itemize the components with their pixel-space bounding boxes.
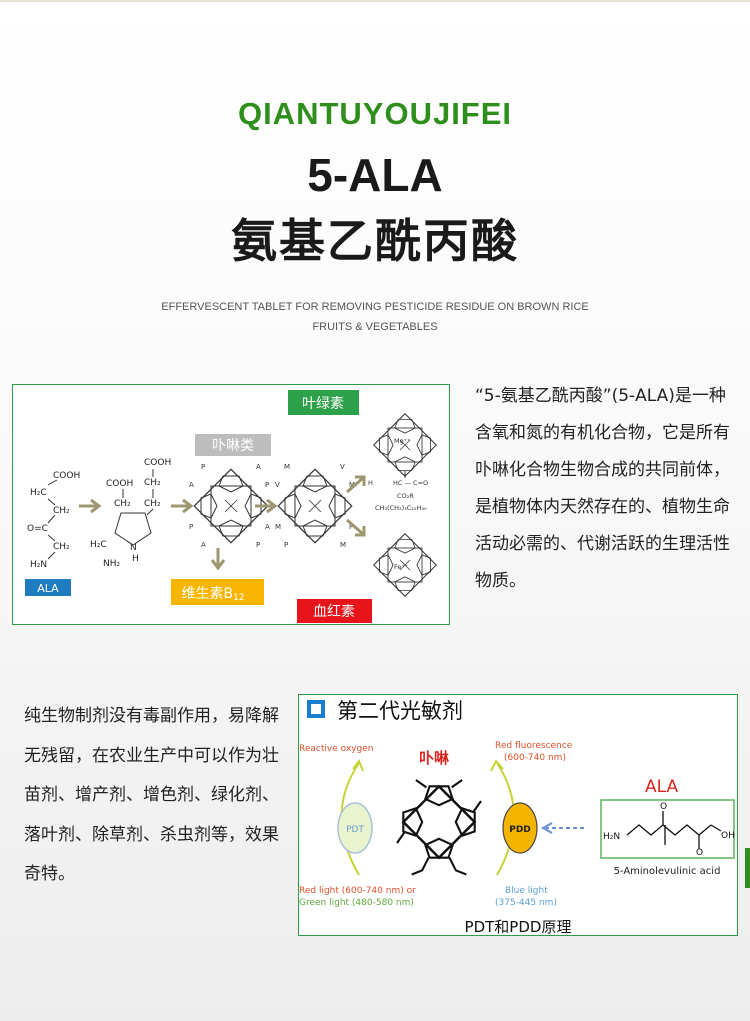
ala-ch2b-label: CH₂ (53, 542, 70, 552)
ala-oh: OH (721, 831, 735, 841)
ala-o-top: O (660, 802, 667, 812)
porphyrin-molecule (396, 779, 482, 876)
b12-text: 维生素B (181, 586, 233, 602)
pdt-label: PDT (346, 825, 364, 835)
chlorophyll-ring (373, 413, 437, 477)
ala-fullname: 5-Aminolevulinic acid (614, 866, 721, 877)
pbg-n: N (130, 543, 137, 553)
ala-h2c-label: H₂C (30, 488, 47, 498)
pbg-h: H (132, 554, 139, 564)
arrow-down-icon (210, 548, 226, 571)
reactive-oxygen-label: Reactive oxygen (299, 744, 373, 754)
b12-subscript: 12 (233, 593, 244, 603)
ring2-label-m3: M (275, 523, 281, 531)
vitamin-b12-tag-label: 维生素B12 (181, 586, 244, 603)
ring1-label-p3: P (189, 523, 193, 531)
product-code-title: 5-ALA (307, 149, 443, 201)
heme-fe: Fe⁺⁺ (394, 563, 408, 571)
ring2-label-m2: M (349, 481, 355, 489)
pbg-h2c: H₂C (90, 540, 107, 550)
ala-h2n: H₂N (603, 832, 620, 842)
pbg-ch2-left: CH₂ (114, 499, 131, 509)
pdd-oval (502, 802, 538, 854)
ring1-label-p4: P (256, 541, 260, 549)
side-accent-bar (745, 848, 750, 888)
heme-tag (297, 599, 372, 623)
porphyrin-tag (195, 434, 271, 456)
ring2-label-v: V (340, 463, 345, 471)
subtitle-line-2: FRUITS & VEGETABLES (312, 321, 438, 333)
chlorophyll-tag-label: 叶绿素 (302, 396, 344, 412)
ring1-label-a: A (256, 463, 261, 471)
heme-tag-label: 血红素 (313, 604, 355, 620)
product-chinese-title: 氨基乙酰丙酸 (231, 214, 519, 268)
porphyrin-label: 卟啉 (419, 749, 449, 767)
pbg-cooh-right: COOH (144, 458, 171, 468)
ala-h2n-label: H₂N (30, 560, 47, 570)
subtitle-line-1: EFFERVESCENT TABLET FOR REMOVING PESTICI… (161, 301, 589, 313)
pdt-caption: PDT和PDD原理 (465, 918, 572, 935)
blue-light-label: Blue light (505, 886, 548, 896)
arrow-up-right-icon (346, 475, 366, 494)
ala-tag-label: ALA (37, 582, 59, 595)
ring1-label-p2: P (265, 481, 269, 489)
ring1-label-p: P (201, 463, 205, 471)
pbg-ch2-right-top: CH₂ (144, 478, 161, 488)
ala-description: “5-氨基乙酰丙酸”(5-ALA)是一种含氧和氮的有机化合物，它是所有卟啉化合物… (475, 386, 730, 591)
chlorophyll-h: H (368, 479, 373, 487)
pbg-structure: COOH CH₂ CH₂ COOH CH₂ H₂C NH₂ N H (90, 458, 171, 569)
ring1-label-a2: A (189, 481, 194, 489)
pdt-pdd-figure: 第二代光敏剂 Reactive oxygen 卟啉 Red fluorescen… (298, 694, 738, 936)
green-light-label: Green light (480-580 nm) (299, 898, 414, 908)
ala-oc-label: O=C (27, 524, 48, 534)
ring2-label-v2: V (275, 481, 280, 489)
ring2-label-p: P (349, 523, 353, 531)
pdd-label: PDD (509, 825, 531, 835)
porphyrin-ring-1-labels: P A A P P A A P (189, 463, 270, 549)
ring2-label-m: M (284, 463, 290, 471)
blue-light-range: (375-445 nm) (495, 898, 557, 908)
biosynthesis-pathway-figure: COOH H₂C CH₂ O=C CH₂ H₂N ALA COOH CH₂ CH… (12, 384, 450, 625)
vitamin-b12-tag (171, 579, 264, 605)
ring2-label-m4: M (340, 541, 346, 549)
pdt-ala-label: ALA (645, 777, 678, 797)
pbg-cooh-left: COOH (106, 479, 133, 489)
chlorophyll-mg: Mg⁺⁺ (394, 437, 411, 445)
ala-usage-description: 纯生物制剂没有毒副作用，易降解无残留，在农业生产中可以作为壮苗剂、增产剂、增色剂… (24, 706, 279, 884)
red-fluorescence-label: Red fluorescence (495, 741, 573, 751)
chlorophyll-hc: HC — C=O (393, 479, 428, 487)
top-divider (0, 0, 750, 2)
red-light-label: Red light (600-740 nm) or (299, 886, 416, 896)
chlorophyll-labels: Mg⁺⁺ H HC — C=O CO₂R CH₃(CH₂)₃C₁₅H₃₀ (368, 437, 428, 512)
ring1-label-a3: A (265, 523, 270, 531)
ring2-label-p2: P (284, 541, 288, 549)
ring1-label-a4: A (201, 541, 206, 549)
arrow-icon (79, 498, 102, 514)
pbg-nh2: NH₂ (103, 559, 121, 569)
pdt-oval (337, 802, 373, 854)
arrow-down-right-icon (346, 518, 366, 537)
ala-structure: COOH H₂C CH₂ O=C CH₂ H₂N (27, 471, 80, 570)
pbg-ch2-right: CH₂ (144, 499, 161, 509)
porphyrin-ring-2 (277, 468, 353, 544)
chlorophyll-coor: CO₂R (397, 492, 414, 500)
arrow-icon (171, 498, 194, 514)
ala-ch2-label: CH₂ (53, 506, 70, 516)
porphyrin-tag-label: 卟啉类 (212, 438, 254, 454)
pdt-title: 第二代光敏剂 (337, 699, 463, 723)
chlorophyll-tag (288, 390, 359, 415)
chlorophyll-phytyl: CH₃(CH₂)₃C₁₅H₃₀ (375, 504, 427, 512)
porphyrin-ring-2-labels: M V V M M P P M (275, 463, 355, 549)
pdt-pdd-diagram: 第二代光敏剂 Reactive oxygen 卟啉 Red fluorescen… (299, 699, 735, 936)
pathway-diagram: COOH H₂C CH₂ O=C CH₂ H₂N ALA COOH CH₂ CH… (25, 390, 437, 623)
arrow-icon (255, 498, 278, 514)
product-subtitle: EFFERVESCENT TABLET FOR REMOVING PESTICI… (0, 297, 750, 337)
red-fluorescence-range: (600-740 nm) (504, 753, 566, 763)
ala-o-bottom: O (696, 848, 703, 858)
ala-cooh-label: COOH (53, 471, 80, 481)
ala-tag (25, 579, 71, 596)
brand-name: QIANTUYOUJIFEI (237, 96, 513, 131)
